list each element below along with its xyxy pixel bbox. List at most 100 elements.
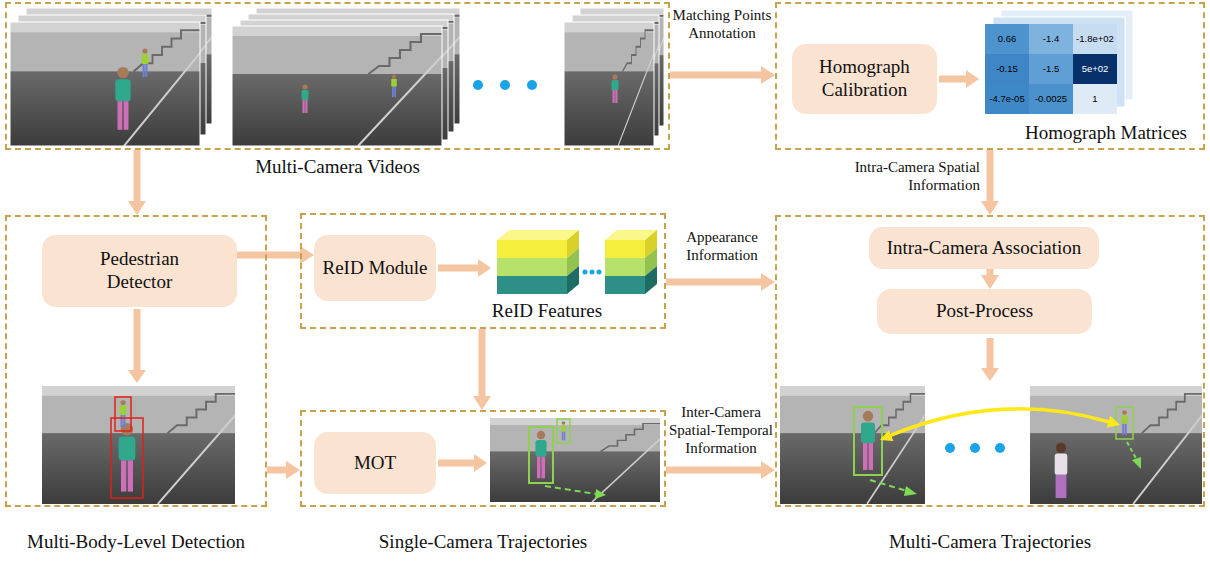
box-label: ReID Module	[322, 257, 427, 280]
stage-panel: Homograph Matrices Homograph Calibration	[775, 2, 1205, 150]
multi-camera-images	[1055, 442, 1068, 498]
flow-arrow	[666, 273, 775, 291]
arrow-head	[761, 273, 775, 291]
stage-panel: ReID Features ReID Module	[300, 213, 666, 329]
flow-arrow-static	[438, 265, 478, 272]
panel-heading: Single-Camera Trajectories	[379, 531, 587, 552]
detection-image	[115, 397, 131, 431]
homography-matrix	[985, 10, 1133, 114]
box-label: Pedestrian Detector	[80, 248, 200, 294]
flow-arrow	[670, 66, 775, 84]
process-box: Post-Process	[877, 289, 1092, 334]
flow-arrow	[981, 269, 999, 289]
flow-arrow-static	[939, 76, 966, 83]
reid-feature-blocks	[590, 270, 595, 275]
multi-camera-images	[870, 480, 907, 491]
heading-holder: Multi-Camera Videos	[7, 156, 668, 179]
video-frames	[564, 22, 654, 146]
video-frames	[612, 74, 619, 103]
arrow-shaft	[237, 252, 302, 259]
panel-heading: Homograph Matrices	[1025, 122, 1187, 143]
homography-matrix	[985, 54, 1029, 84]
process-box: MOT	[314, 432, 436, 494]
homography-matrix	[985, 24, 1029, 54]
video-frames	[302, 84, 309, 113]
stage-panel: Multi-Body-Level DetectionPedestrian Det…	[5, 215, 267, 507]
detection-image	[120, 400, 127, 427]
arrow-head	[981, 275, 999, 289]
tracking-image	[490, 418, 660, 502]
panel-heading: ReID Features	[492, 300, 602, 321]
reid-feature-blocks	[597, 270, 602, 275]
homography-matrix	[985, 84, 1029, 114]
stage-panel: Single-Camera TrajectoriesMOT	[300, 410, 666, 507]
multi-camera-images	[780, 386, 1202, 504]
flow-arrow-static	[128, 370, 146, 383]
arrow-shaft	[987, 150, 994, 203]
reid-feature-blocks	[605, 258, 645, 276]
panel-heading: Multi-Body-Level Detection	[27, 531, 245, 552]
heading-holder: Single-Camera Trajectories	[302, 531, 664, 554]
reid-feature-blocks	[605, 240, 645, 258]
arrow-shaft	[666, 279, 763, 286]
multi-camera-images	[854, 407, 882, 475]
arrow-shaft	[134, 150, 141, 203]
multi-camera-images	[1132, 457, 1141, 469]
video-frames	[564, 22, 654, 146]
video-frames	[10, 22, 200, 146]
multi-camera-images	[780, 386, 925, 504]
stage-panel: Multi-Camera Videos	[5, 2, 670, 150]
matrix-value: -1.8e+02	[1073, 24, 1117, 54]
multi-camera-images	[1127, 442, 1137, 460]
homography-matrix	[1029, 54, 1073, 84]
process-box: Homograph Calibration	[792, 44, 937, 114]
process-box: ReID Module	[314, 235, 436, 301]
video-frames	[391, 74, 397, 97]
matrix-value: -0.15	[985, 54, 1029, 84]
matrix-value: -1.4	[1029, 24, 1073, 54]
heading-holder: ReID Features	[487, 300, 607, 323]
detection-image	[42, 386, 235, 504]
homography-matrix	[1029, 84, 1073, 114]
flow-arrow	[473, 329, 491, 410]
multi-camera-images	[1121, 410, 1127, 435]
flow-arrow	[981, 150, 999, 215]
box-label: MOT	[354, 452, 396, 475]
video-frames	[10, 22, 200, 146]
process-box: Intra-Camera Association	[869, 227, 1099, 269]
edge-label: Appearance Information	[672, 228, 772, 264]
box-label: Intra-Camera Association	[887, 237, 1082, 260]
matrix-value: 1	[1073, 84, 1117, 114]
multi-camera-images	[889, 409, 1109, 436]
box-label: Homograph Calibration	[798, 56, 931, 102]
panel-heading: Multi-Camera Trajectories	[889, 531, 1091, 552]
reid-feature-blocks	[605, 276, 645, 294]
detection-image	[119, 423, 136, 492]
homography-matrix	[1073, 84, 1117, 114]
detection-image	[42, 386, 235, 504]
reid-feature-blocks	[527, 240, 567, 258]
multi-camera-images	[945, 443, 955, 453]
arrow-head	[473, 396, 491, 410]
edge-label: Matching Points Annotation	[672, 6, 772, 42]
arrow-shaft	[670, 72, 763, 79]
arrow-head	[761, 66, 775, 84]
homography-matrix	[1029, 24, 1073, 54]
video-frames	[232, 26, 442, 146]
arrow-head	[286, 461, 300, 479]
multi-camera-images	[1030, 386, 1202, 504]
flow-arrow-static	[987, 338, 994, 368]
matrix-value: -1.5	[1029, 54, 1073, 84]
heading-holder: Multi-Camera Trajectories	[777, 531, 1203, 554]
flow-arrow	[267, 461, 300, 479]
reid-feature-blocks	[567, 266, 579, 294]
tracking-image	[557, 419, 570, 443]
flow-arrow	[237, 246, 314, 264]
tracking-image	[529, 427, 553, 483]
flow-arrow-static	[966, 70, 979, 88]
video-frames	[527, 80, 537, 90]
reid-feature-blocks	[583, 270, 588, 275]
process-box: Pedestrian Detector	[42, 235, 237, 307]
homography-matrix	[1073, 24, 1117, 54]
arrow-head	[981, 201, 999, 215]
